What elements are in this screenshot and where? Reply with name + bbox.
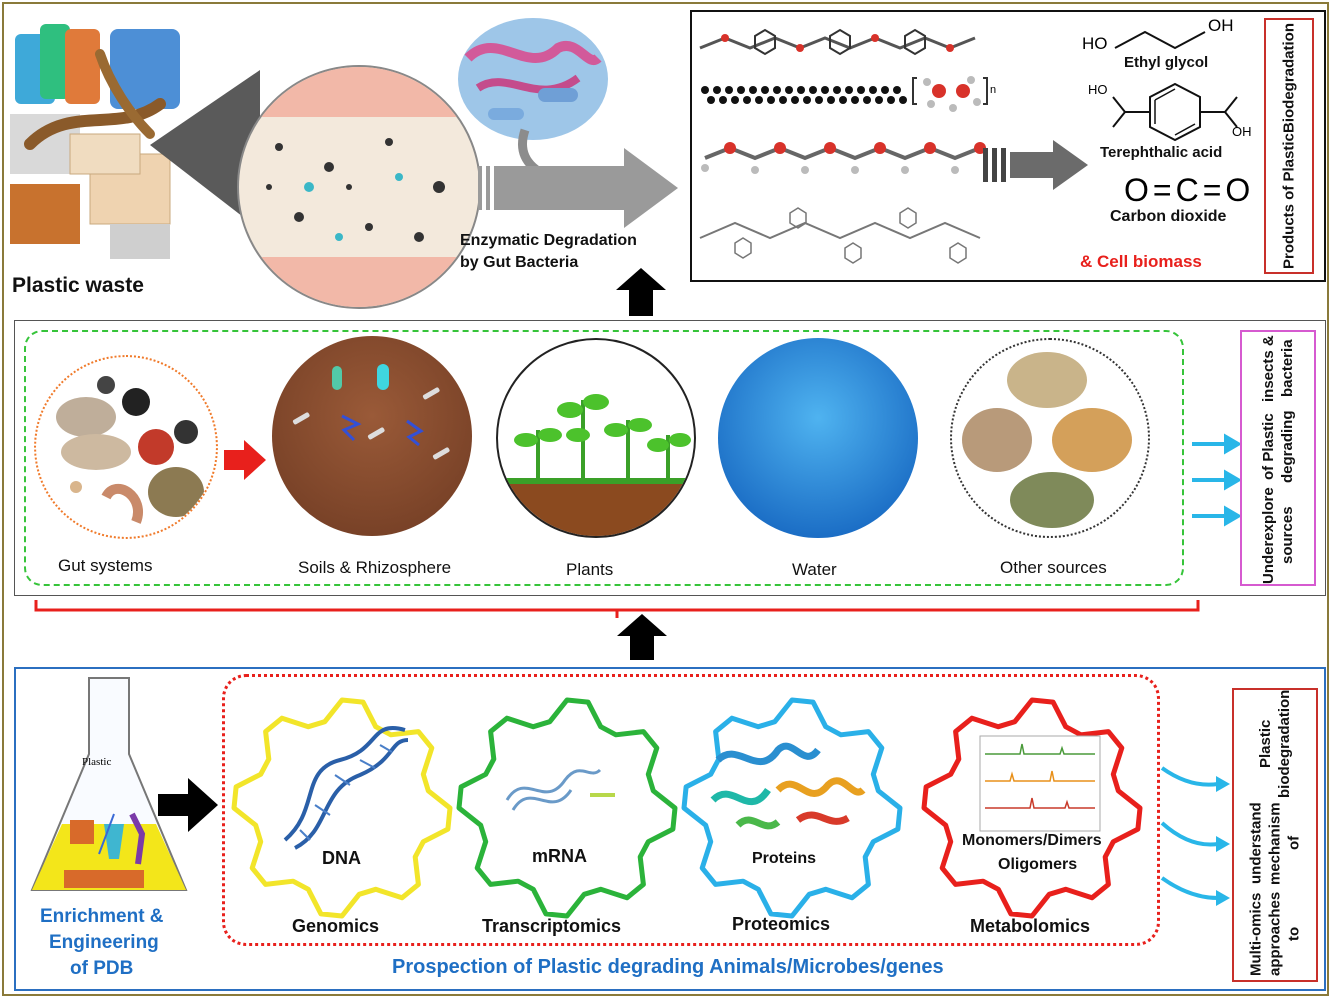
multiomics-side-title-2: understand mechanism of xyxy=(1247,802,1303,885)
cyan-arrows-bottom xyxy=(1160,766,1230,906)
carbon-dioxide-label: Carbon dioxide xyxy=(1110,208,1227,225)
terephthalic-ho: HO xyxy=(1088,82,1108,97)
plants-image xyxy=(496,338,696,538)
soils-image xyxy=(272,336,472,536)
enzymatic-label-2: by Gut Bacteria xyxy=(460,254,579,271)
middle-panel xyxy=(14,320,1326,596)
gear-metabolomics xyxy=(921,697,1143,919)
polymer-structures xyxy=(699,28,988,264)
sources-dashed-box xyxy=(24,330,1184,586)
cell-biomass-label: & Cell biomass xyxy=(1080,252,1202,271)
flask-image xyxy=(30,677,188,891)
enrichment-label-3: of PDB xyxy=(70,958,134,979)
terephthalic-oh: OH xyxy=(1232,124,1252,139)
omics-label-transcriptomics: Transcriptomics xyxy=(482,916,622,936)
multiomics-side-title: Multi-omics approaches to understand mec… xyxy=(1232,688,1318,982)
ethyl-glycol-label: Ethyl glycol xyxy=(1124,54,1209,71)
multiomics-side-title-1: Multi-omics approaches to xyxy=(1247,892,1303,977)
source-label-other: Other sources xyxy=(1000,558,1107,577)
omics-label-metabolomics: Metabolomics xyxy=(970,916,1091,936)
ethylene-glycol-structure xyxy=(1114,30,1206,50)
products-box xyxy=(690,10,1326,282)
metabolite-spectra-image xyxy=(979,735,1101,832)
flask-plastic-label: Plastic xyxy=(82,756,112,768)
enrichment-label-2: Engineering xyxy=(49,932,159,953)
degradation-arrow xyxy=(478,148,678,228)
omics-dotted-box xyxy=(222,674,1160,946)
metabolite-label-2: Oligomers xyxy=(998,856,1078,873)
water-image xyxy=(718,338,918,538)
bottom-panel xyxy=(14,667,1326,991)
polymer-n-subscript: n xyxy=(990,84,997,96)
up-arrow-top xyxy=(616,268,666,316)
ethylene-glycol-ho: HO xyxy=(1082,34,1108,53)
omics-inner-mrna: mRNA xyxy=(532,846,588,866)
enrichment-label-1: Enrichment & xyxy=(40,906,164,927)
ethylene-glycol-oh: OH xyxy=(1208,16,1234,35)
products-arrow xyxy=(983,140,1088,190)
gear-transcriptomics xyxy=(456,697,678,919)
source-label-plants: Plants xyxy=(566,560,614,579)
multiomics-side-title-3: Plastic biodegradation xyxy=(1257,690,1293,799)
source-label-water: Water xyxy=(792,560,837,579)
gut-bacteria-image xyxy=(458,18,608,140)
co2-formula: O=C=O xyxy=(1124,172,1255,208)
plastic-waste-image xyxy=(10,14,190,264)
red-arrow xyxy=(224,440,266,480)
gut-cross-section xyxy=(237,65,481,309)
other-sources-image xyxy=(950,338,1150,538)
omics-inner-dna: DNA xyxy=(322,848,361,868)
gear-proteomics xyxy=(681,697,903,919)
dna-helix-image xyxy=(283,726,409,850)
source-label-gut: Gut systems xyxy=(58,556,153,575)
mrna-image xyxy=(505,768,615,811)
omics-inner-proteins: Proteins xyxy=(752,850,817,867)
gut-systems-image xyxy=(34,355,218,539)
metabolite-label-1: Monomers/Dimers xyxy=(962,832,1102,849)
enzymatic-label-1: Enzymatic Degradation xyxy=(460,232,637,249)
omics-label-genomics: Genomics xyxy=(292,916,380,936)
cyan-arrows-middle xyxy=(1192,433,1242,527)
gear-genomics xyxy=(231,697,453,919)
red-bracket xyxy=(34,600,1200,618)
right-arrow-bottom xyxy=(158,778,218,832)
terephthalic-acid-structure xyxy=(1112,82,1238,142)
protein-structure-image xyxy=(710,742,866,830)
terephthalic-acid-label: Terephthalic acid xyxy=(1100,144,1223,161)
omics-label-proteomics: Proteomics xyxy=(732,914,831,934)
up-arrow-middle xyxy=(617,614,667,660)
source-label-soils: Soils & Rhizosphere xyxy=(298,558,452,577)
zoom-funnel xyxy=(150,70,260,230)
plastic-waste-label: Plastic waste xyxy=(12,274,144,297)
prospection-label: Prospection of Plastic degrading Animals… xyxy=(392,956,944,978)
